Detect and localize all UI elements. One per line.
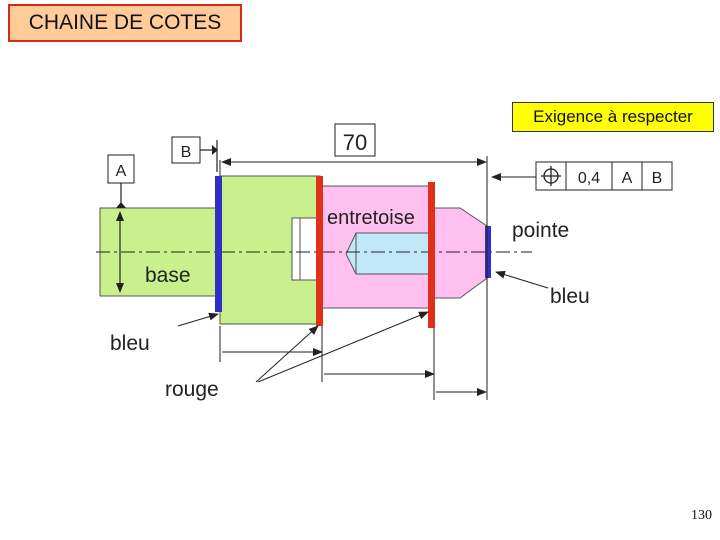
- label-pointe: pointe: [512, 219, 569, 242]
- datum-a-label: A: [116, 163, 127, 180]
- page-title: CHAINE DE COTES: [8, 4, 242, 42]
- requirement-callout: Exigence à respecter: [512, 102, 714, 132]
- label-entretoise: entretoise: [327, 207, 415, 229]
- datum-a-frame: [107, 154, 135, 184]
- pointe-cone: [431, 207, 491, 299]
- blue-surface-pointe: [485, 226, 491, 278]
- leader-bleu-right: [495, 270, 549, 289]
- label-rouge: rouge: [165, 378, 219, 401]
- red-surface-2: [428, 182, 435, 328]
- dimension-value: 70: [343, 130, 367, 155]
- leader-rouge-2: [257, 311, 429, 383]
- tolerance-datum-a: A: [622, 170, 633, 187]
- dimension-frame: [334, 123, 376, 157]
- tolerance-value: 0,4: [578, 170, 600, 187]
- leader-bleu-left: [177, 312, 219, 327]
- label-bleu-right: bleu: [550, 285, 590, 308]
- base-bore: [291, 217, 321, 281]
- datum-b-frame: [171, 136, 201, 164]
- page-number: 130: [691, 508, 712, 523]
- label-bleu-left: bleu: [110, 332, 150, 355]
- leader-rouge-1: [255, 325, 319, 383]
- pointe-shaft: [345, 232, 433, 275]
- datum-b-label: B: [181, 144, 192, 161]
- position-icon: [541, 166, 561, 186]
- tolerance-datum-b: B: [652, 170, 663, 187]
- red-surface-1: [316, 176, 323, 326]
- label-base: base: [145, 264, 191, 287]
- blue-surface-base: [215, 176, 222, 312]
